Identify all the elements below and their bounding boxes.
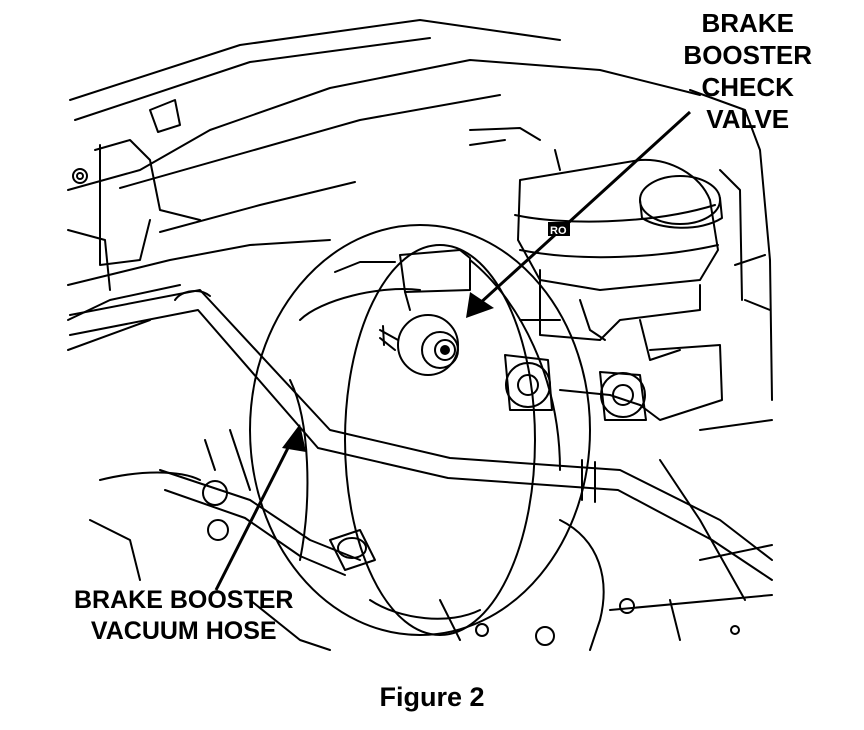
vacuum-hose — [69, 289, 773, 581]
vacuum-hose-label-line-1: BRAKE BOOSTER — [74, 586, 294, 614]
vacuum-hose-arrow — [214, 424, 306, 591]
reservoir-mark: RO — [550, 225, 567, 237]
figure-caption: Figure 2 — [379, 682, 485, 712]
check-valve-label-line-2: BOOSTER — [683, 40, 812, 70]
right-fender — [609, 89, 773, 611]
master-cylinder-reservoir — [514, 149, 723, 421]
check-valve-center — [440, 345, 450, 355]
check-valve-arrow — [466, 110, 692, 318]
check-valve-label-line-4: VALVE — [706, 104, 790, 134]
lower-hoses — [89, 469, 605, 651]
booster-hose-fitting — [399, 249, 471, 293]
check-valve-label-line-1: BRAKE — [701, 8, 794, 38]
mounting-nuts — [504, 354, 647, 421]
body-panel-structure — [67, 19, 701, 351]
brake-booster — [249, 224, 591, 636]
check-valve — [379, 314, 459, 376]
bolt-holes — [475, 598, 740, 646]
vacuum-hose-label-line-2: VACUUM HOSE — [90, 617, 277, 645]
check-valve-label-line-3: CHECK — [701, 72, 794, 102]
check-valve-label: BRAKE BOOSTER CHECK VALVE — [683, 7, 812, 135]
vacuum-hose-label: BRAKE BOOSTER VACUUM HOSE — [74, 585, 293, 647]
engine-detail-lines — [204, 429, 681, 651]
